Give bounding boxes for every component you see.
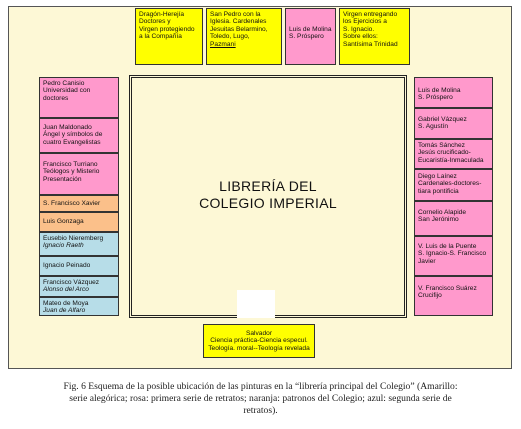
top-box-1-line: Doctores y: [139, 18, 171, 26]
right-box-line: S. Agustín: [418, 123, 449, 131]
left-box-francisco-turriano: Francisco Turriano Teólogos y Misterio P…: [39, 153, 119, 195]
top-box-2-line: San Pedro con la: [210, 11, 261, 18]
left-box-line: Teólogos y Misterio: [43, 168, 100, 176]
right-box-gabriel-vazquez: Gabriel Vázquez S. Agustín: [414, 108, 493, 139]
right-box-line: Diego Laínez: [418, 173, 457, 180]
left-box-line: Mateo de Moya: [43, 300, 89, 307]
right-box-line: Javier: [418, 257, 436, 265]
right-box-line: Cardenales-doctores-: [418, 180, 482, 188]
room-title-line-2: COLEGIO IMPERIAL: [199, 195, 337, 211]
left-box-line-italic: Alonso del Arco: [43, 286, 89, 294]
left-box-line: Luis Gonzaga: [43, 218, 84, 225]
left-box-line: Universidad con: [43, 87, 91, 95]
right-box-line: V. Francisco Suárez: [418, 285, 477, 292]
left-box-line: Francisco Turriano: [43, 161, 98, 168]
caption-line-2: serie alegórica; rosa: primera serie de …: [69, 393, 452, 405]
right-box-line: Crucifijo: [418, 292, 442, 300]
top-box-2-line: Iglesia. Cardenales: [210, 18, 267, 26]
right-box-line: Tomás Sánchez: [418, 142, 465, 149]
top-box-luis-de-molina: Luis de Molina S. Próspero: [285, 8, 336, 65]
left-box-line: Pedro Canisio: [43, 80, 85, 87]
left-box-francisco-xavier: S. Francisco Xavier: [39, 195, 119, 212]
left-box-line: Ángel y símbolos de: [43, 131, 103, 139]
left-box-ignacio-peinado: Ignacio Peinado: [39, 256, 119, 276]
left-box-line-italic: Ignacio Raeth: [43, 242, 84, 250]
left-box-line-italic: Juan de Alfaro: [43, 307, 86, 315]
caption-line-1: Fig. 6 Esquema de la posible ubicación d…: [63, 381, 458, 392]
right-box-francisco-suarez: V. Francisco Suárez Crucifijo: [414, 276, 493, 316]
top-box-san-pedro: San Pedro con la Iglesia. Cardenales Jes…: [206, 8, 282, 65]
top-box-2-line: Jesuitas Belarmino,: [210, 25, 268, 33]
top-box-3-line: S. Próspero: [289, 33, 324, 41]
top-box-4-line: los Ejercicios a: [343, 18, 387, 26]
top-box-4-line: Sobre ellos:: [343, 33, 378, 41]
left-box-eusebio-nieremberg: Eusebio Nieremberg Ignacio Raeth: [39, 232, 119, 256]
caption-line-3: retratos).: [243, 405, 278, 417]
top-box-4-line: S. Ignacio.: [343, 25, 375, 33]
right-box-line: Cornelio Alapide: [418, 209, 467, 216]
left-box-luis-gonzaga: Luis Gonzaga: [39, 212, 119, 232]
left-box-line: doctores: [43, 94, 69, 102]
right-box-cornelio-alapide: Cornelio Alapide San Jerónimo: [414, 201, 493, 236]
figure-caption: Fig. 6 Esquema de la posible ubicación d…: [0, 381, 521, 418]
top-box-1-line: a la Compañía: [139, 33, 182, 41]
left-box-line: S. Francisco Xavier: [43, 200, 101, 207]
right-box-luis-de-molina: Luis de Molina S. Próspero: [414, 77, 493, 108]
left-box-juan-maldonado: Juan Maldonado Ángel y símbolos de cuatr…: [39, 118, 119, 153]
right-box-luis-de-la-puente: V. Luis de la Puente S. Ignacio-S. Franc…: [414, 236, 493, 276]
left-box-francisco-vazquez: Francisco Vázquez Alonso del Arco: [39, 276, 119, 297]
right-box-line: Luis de Molina: [418, 87, 461, 94]
left-box-line: Eusebio Nieremberg: [43, 235, 104, 242]
bottom-box-salvador: Salvador Ciencia práctica-Ciencia especu…: [203, 324, 315, 358]
right-box-line: Gabriel Vázquez: [418, 116, 467, 123]
top-box-virgen-entregando: Virgen entregando los Ejercicios a S. Ig…: [339, 8, 410, 65]
right-box-line: V. Luis de la Puente: [418, 243, 477, 250]
left-box-line: Presentación: [43, 175, 82, 183]
right-box-diego-lainez: Diego Laínez Cardenales-doctores- tiara …: [414, 169, 493, 201]
left-box-line: cuatro Evangelistas: [43, 138, 101, 146]
top-box-1-line: Dragón-Herejía: [139, 11, 185, 18]
room-door: [237, 290, 275, 318]
top-box-3-line: Luis de Molina: [289, 26, 332, 33]
library-room: LIBRERÍA DEL COLEGIO IMPERIAL: [129, 75, 407, 318]
top-box-4-line: Santísima Trinidad: [343, 40, 398, 48]
top-box-4-line: Virgen entregando: [343, 11, 398, 18]
room-title: LIBRERÍA DEL COLEGIO IMPERIAL: [132, 178, 404, 212]
left-box-mateo-de-moya: Mateo de Moya Juan de Alfaro: [39, 297, 119, 316]
bottom-box-line: Salvador: [245, 330, 273, 337]
top-box-1-line: Virgen protegiendo: [139, 25, 195, 33]
room-title-line-1: LIBRERÍA DEL: [219, 178, 317, 194]
right-box-tomas-sanchez: Tomás Sánchez Jesús crucificado- Eucaris…: [414, 139, 493, 169]
top-box-2-line: Toledo, Lugo,: [210, 33, 250, 41]
left-box-line: Ignacio Peinado: [43, 262, 91, 269]
top-box-dragon-herejia: Dragón-Herejía Doctores y Virgen protegi…: [135, 8, 203, 65]
bottom-box-line: Ciencia práctica-Ciencia especul.: [210, 337, 308, 345]
right-box-line: S. Ignacio-S. Francisco: [418, 250, 487, 258]
left-box-line: Juan Maldonado: [43, 124, 92, 131]
right-box-line: S. Próspero: [418, 94, 453, 102]
right-box-line: Jesús crucificado-: [418, 149, 471, 157]
right-box-line: tiara pontificia: [418, 187, 459, 195]
left-box-line: Francisco Vázquez: [43, 279, 100, 286]
right-box-line: Eucaristía-Inmaculada: [418, 156, 484, 164]
left-box-pedro-canisio: Pedro Canisio Universidad con doctores: [39, 77, 119, 118]
bottom-box-line: Teología. moral--Teología revelada: [208, 344, 310, 352]
top-box-2-line: Pazmani: [210, 40, 236, 48]
right-box-line: San Jerónimo: [418, 216, 459, 224]
